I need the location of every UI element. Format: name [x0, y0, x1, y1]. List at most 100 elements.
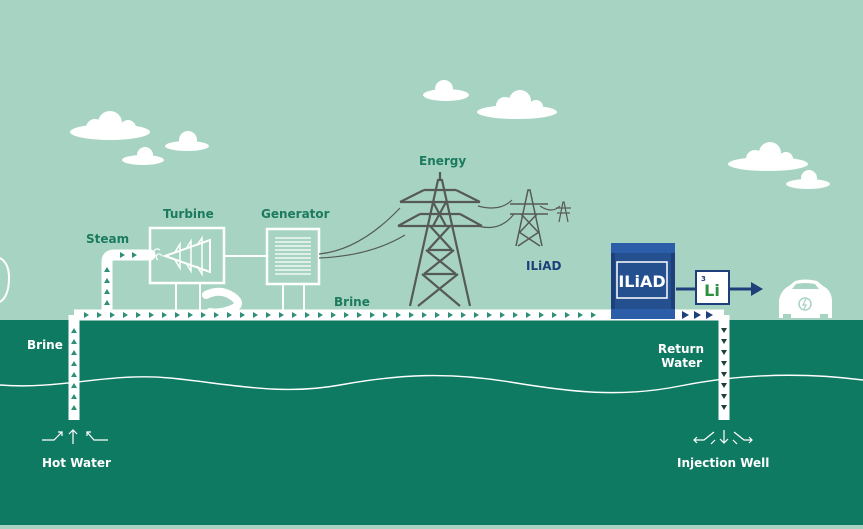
flow-arrow-right: [526, 312, 531, 318]
injection-well-label: Injection Well: [677, 456, 769, 470]
cloud-icon: [728, 142, 808, 171]
flow-arrow-right: [188, 312, 193, 318]
flow-arrow-down: [721, 405, 727, 410]
brine-pipe-label: Brine: [334, 295, 370, 309]
flow-arrow-right: [500, 312, 505, 318]
flow-arrow-right: [706, 311, 713, 319]
cloud-icon: [165, 131, 209, 151]
flow-arrow-right: [136, 312, 141, 318]
lithium-symbol: Li: [704, 281, 720, 300]
electric-car-icon: [779, 279, 832, 320]
lithium-arrowhead-icon: [751, 282, 763, 296]
flow-arrow-right: [120, 252, 125, 258]
flow-arrow-right: [383, 312, 388, 318]
flow-arrow-up: [104, 267, 110, 272]
flow-arrow-right: [578, 312, 583, 318]
flow-arrow-down: [721, 339, 727, 344]
flow-arrow-right: [539, 312, 544, 318]
ground: [0, 320, 863, 525]
flow-arrow-up: [71, 394, 77, 399]
injection-outflow-arrows: [693, 430, 753, 445]
generator-coil-icon: [275, 237, 311, 275]
flow-arrow-right: [474, 312, 479, 318]
transmission-tower-icon: [510, 189, 548, 247]
flow-arrow-right: [370, 312, 375, 318]
cloud-icon: [786, 170, 830, 189]
flow-arrow-right: [253, 312, 258, 318]
flow-arrow-right: [149, 312, 154, 318]
return-water-label-line1: Return: [658, 342, 704, 356]
flow-arrow-right: [240, 312, 245, 318]
flow-arrow-up: [71, 405, 77, 410]
flow-arrow-right: [513, 312, 518, 318]
flow-arrow-right: [448, 312, 453, 318]
iliad-caption-label: ILiAD: [526, 259, 562, 273]
flow-arrow-up: [71, 361, 77, 366]
turbine-label: Turbine: [163, 207, 214, 221]
flow-arrow-right: [214, 312, 219, 318]
flow-arrow-right: [357, 312, 362, 318]
flow-arrow-up: [104, 278, 110, 283]
flow-arrow-right: [422, 312, 427, 318]
offscreen-object-outline: [0, 257, 11, 303]
cloud-icon: [70, 111, 150, 140]
flow-arrow-up: [71, 350, 77, 355]
flow-arrow-right: [694, 311, 701, 319]
energy-label: Energy: [419, 154, 466, 168]
flow-arrow-right: [279, 312, 284, 318]
transmission-tower-icon: [556, 201, 571, 223]
flow-arrow-right: [331, 312, 336, 318]
flow-arrow-right: [266, 312, 271, 318]
flow-arrow-right: [318, 312, 323, 318]
hot-water-inflow-arrows: [42, 429, 108, 444]
flow-arrow-up: [104, 300, 110, 305]
flow-arrow-down: [721, 350, 727, 355]
brine-well-label: Brine: [27, 338, 63, 352]
iliad-unit: ILiAD: [611, 243, 675, 319]
flow-arrow-right: [565, 312, 570, 318]
clouds: [70, 80, 830, 189]
transmission-tower-icon: [397, 172, 483, 307]
flow-arrow-right: [591, 312, 596, 318]
water-table-line: [0, 374, 863, 394]
flow-arrow-right: [435, 312, 440, 318]
flow-arrow-right: [396, 312, 401, 318]
flow-arrow-right: [305, 312, 310, 318]
flow-arrow-right: [344, 312, 349, 318]
flow-arrow-right: [97, 312, 102, 318]
flow-arrow-right: [175, 312, 180, 318]
cloud-icon: [122, 147, 164, 165]
flow-arrows: [71, 252, 727, 410]
flow-arrow-down: [721, 361, 727, 366]
lithium-atomic-number: 3: [701, 275, 706, 283]
flow-arrow-right: [409, 312, 414, 318]
flow-arrow-right: [682, 311, 689, 319]
return-water-label-line2: Water: [661, 356, 702, 370]
flow-arrow-right: [123, 312, 128, 318]
hot-water-label: Hot Water: [42, 456, 111, 470]
flow-arrow-up: [71, 328, 77, 333]
flow-arrow-right: [461, 312, 466, 318]
flow-arrow-right: [227, 312, 232, 318]
flow-arrow-down: [721, 394, 727, 399]
flow-arrow-right: [132, 252, 137, 258]
iliad-unit-label: ILiAD: [618, 272, 665, 291]
flow-arrow-right: [162, 312, 167, 318]
flow-arrow-right: [292, 312, 297, 318]
cloud-icon: [477, 90, 557, 119]
flow-arrow-right: [110, 312, 115, 318]
flow-arrow-right: [84, 312, 89, 318]
flow-arrow-up: [104, 289, 110, 294]
flow-arrow-down: [721, 328, 727, 333]
flow-arrow-down: [721, 372, 727, 377]
flow-arrow-right: [487, 312, 492, 318]
flow-arrow-right: [552, 312, 557, 318]
flow-arrow-down: [721, 383, 727, 388]
flow-arrow-right: [201, 312, 206, 318]
steam-label: Steam: [86, 232, 129, 246]
flow-arrow-up: [71, 372, 77, 377]
flow-arrow-up: [71, 383, 77, 388]
lithium-element-icon: 3 Li: [695, 270, 730, 305]
power-lines: [318, 199, 561, 259]
